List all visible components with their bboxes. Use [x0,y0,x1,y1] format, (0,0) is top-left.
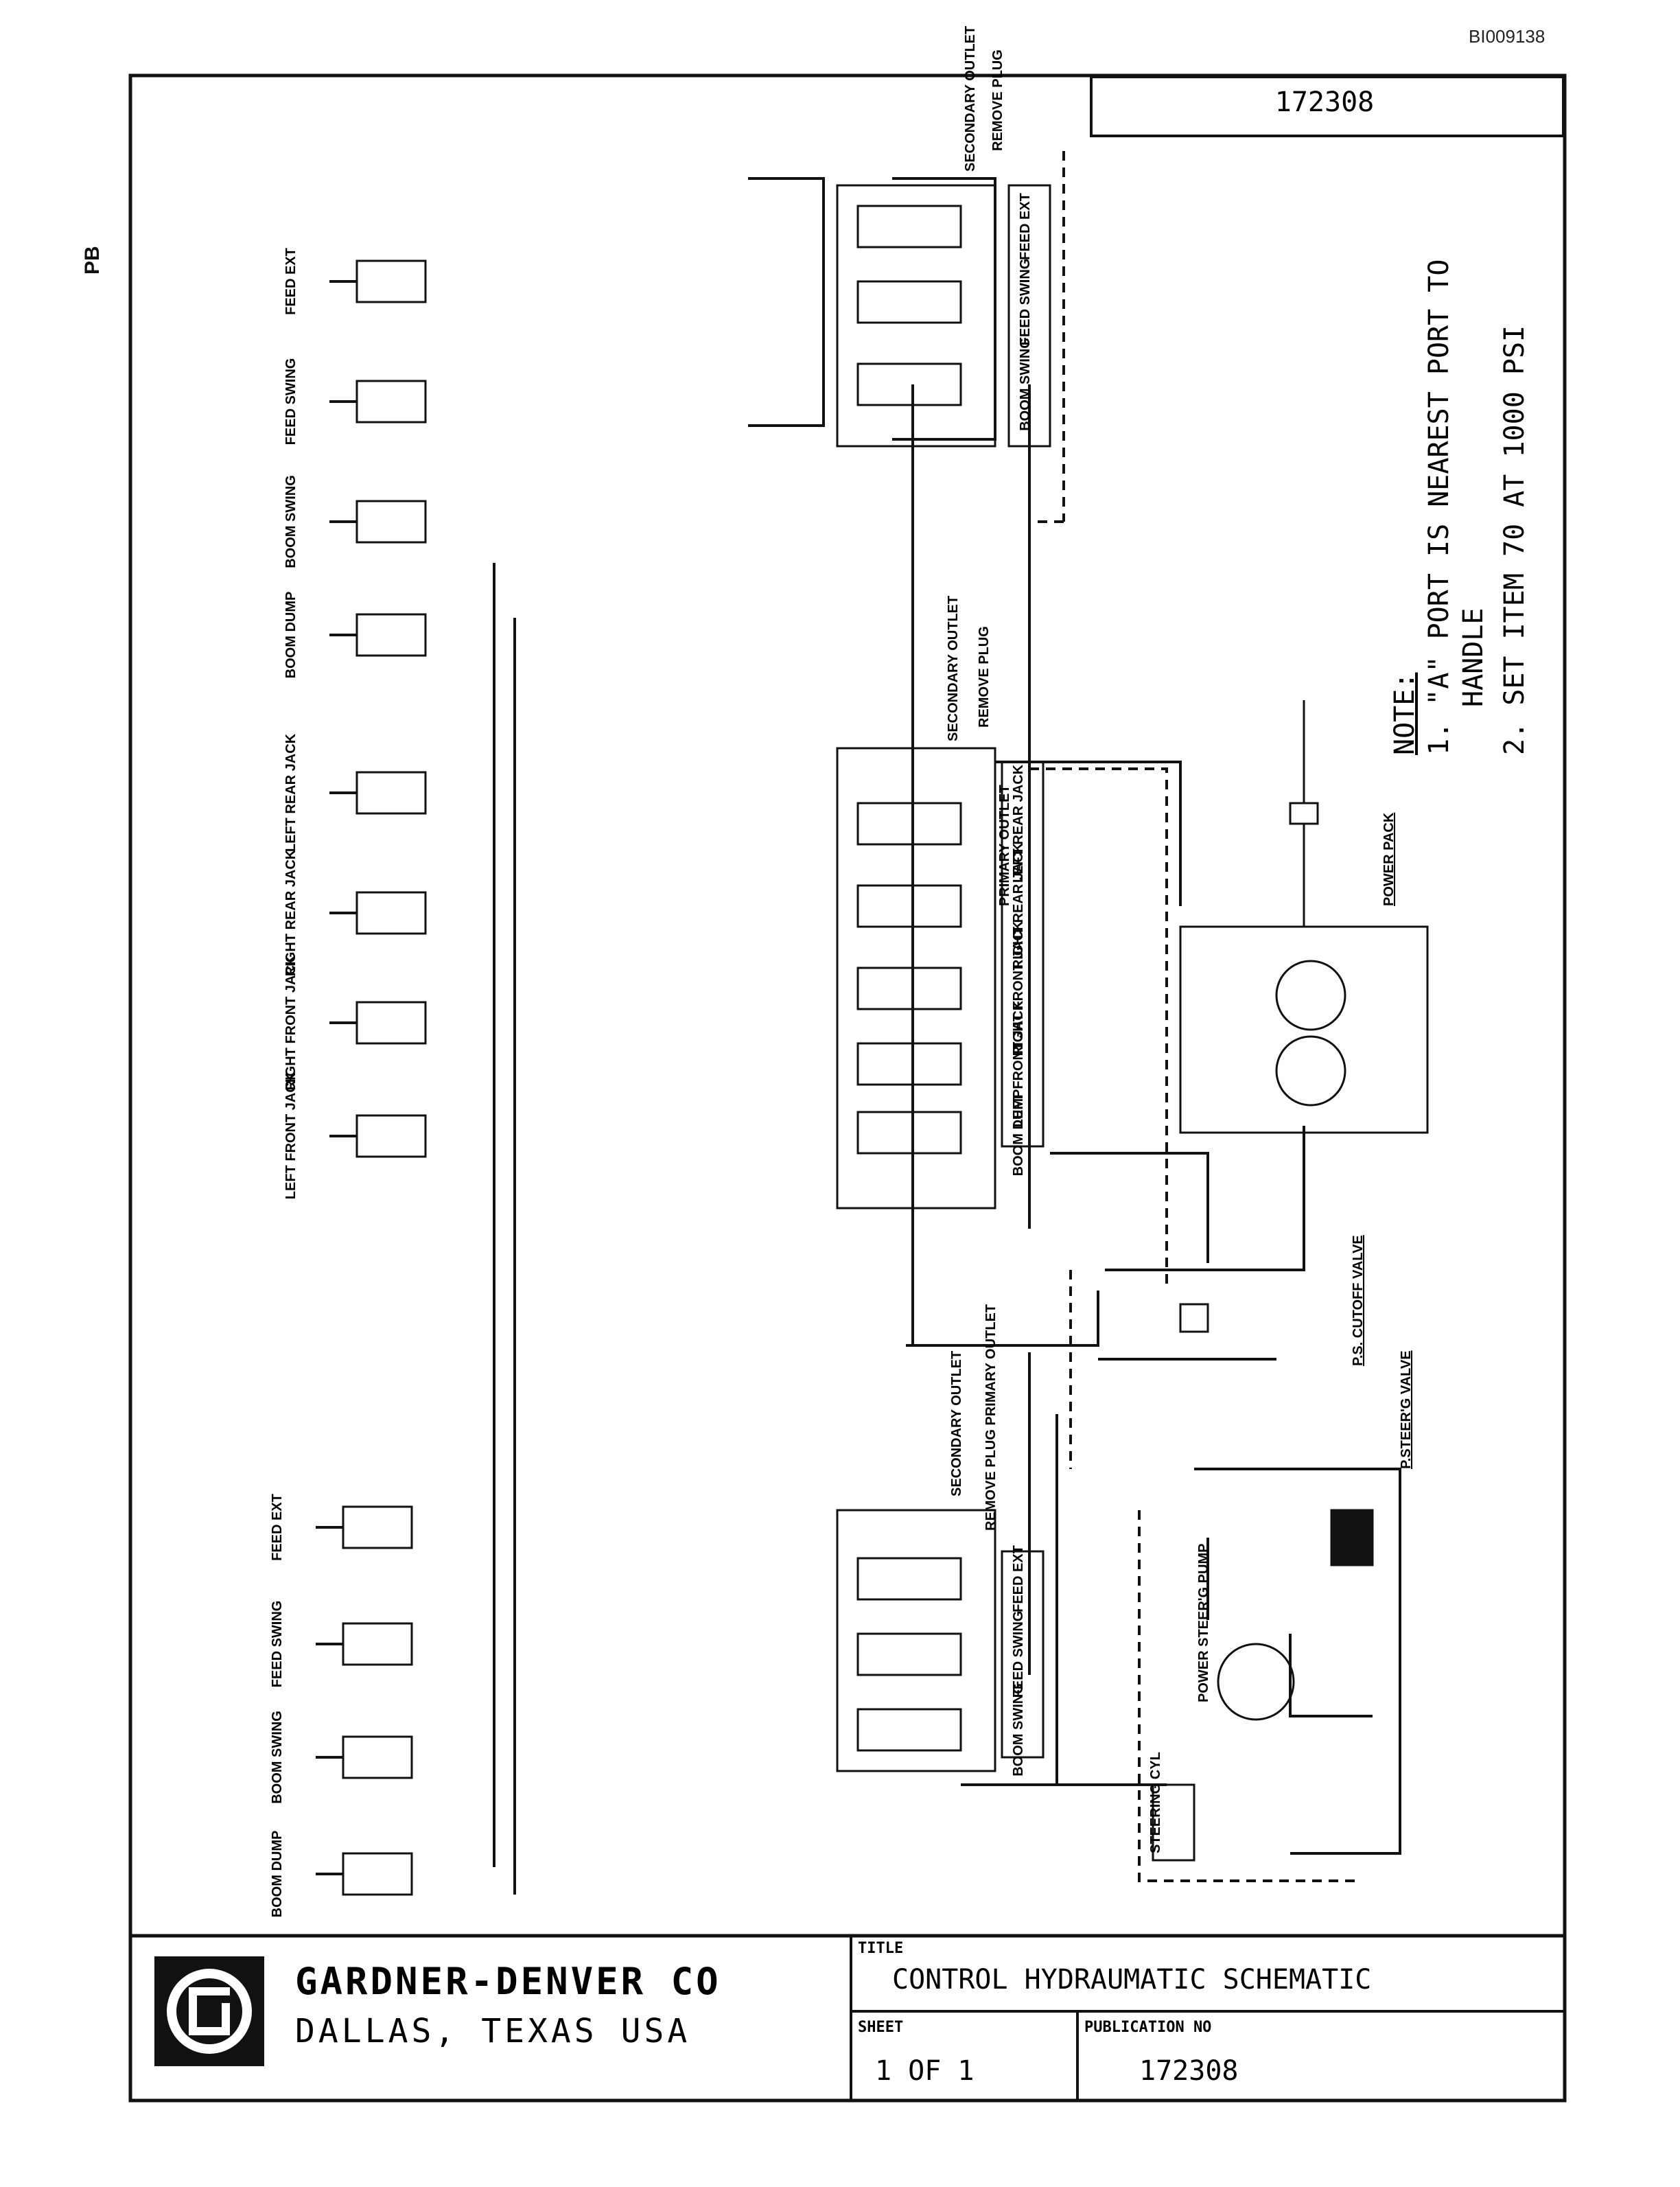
bottom-cylinder: FEED EXT [270,1494,413,1561]
valve-section-label: FEED EXT [1018,193,1033,260]
valve-section-label: FEED SWING [1011,1611,1026,1698]
sheet-value: 1 OF 1 [875,2055,975,2087]
notes-block: NOTE: 1. "A" PORT IS NEAREST PORT TO HAN… [1389,259,1530,755]
secondary-outlet-lower: SECONDARY OUTLET [949,1351,964,1496]
cylinder-label: BOOM DUMP [270,1831,285,1918]
filter [1179,1303,1209,1333]
cylinder-body [355,1001,427,1045]
top-cylinders: FEED EXT FEED SWING BOOM SWING BOOM DUMP LEF… [283,248,427,1199]
top-cylinder: BOOM DUMP [283,592,427,679]
cylinder-body [355,1114,427,1158]
cylinder-body [342,1735,413,1779]
secondary-outlet-upper: SECONDARY OUTLET [963,26,978,172]
top-cylinder: LEFT REAR JACK [283,733,427,852]
cylinder-label: FEED EXT [270,1494,285,1561]
top-cylinder: RIGHT FRONT JACK [283,955,427,1090]
main-lines [493,151,1401,1895]
cylinder-body [355,380,427,424]
cylinder-body [342,1852,413,1896]
cylinder-label: FEED SWING [283,358,299,445]
company-name: GARDNER-DENVER CO [295,1960,721,2003]
bottom-cylinders: FEED EXT FEED SWING BOOM SWING BOOM DUMP [270,1494,413,1918]
ps-steering-label: P.STEER'G VALVE [1399,1350,1414,1469]
drawing-title: CONTROL HYDRAUMATIC SCHEMATIC [892,1964,1371,1995]
cylinder-label: BOOM DUMP [283,592,299,679]
cylinder-body [355,500,427,544]
valve-section-label: RIGHT REAR JACK [1011,842,1026,969]
secondary-outlet-middle: SECONDARY OUTLET [946,596,961,741]
valve-section-label: LEFT FRONT JACK [1011,1000,1026,1127]
top-cylinder: BOOM SWING [283,475,427,568]
valve-section-label: RIGHT FRONT JACK [1011,921,1026,1056]
cylinder-label: LEFT REAR JACK [283,733,299,852]
cylinder-label: FEED EXT [283,248,299,315]
drawing-number-box: 172308 [1090,76,1565,137]
cylinder-label: RIGHT FRONT JACK [283,955,299,1090]
cylinder-label: FEED SWING [270,1601,285,1688]
cylinder-body [342,1622,413,1666]
drawing-border [128,73,1567,2103]
steering-valve [1330,1509,1374,1566]
top-cylinder: LEFT FRONT JACK [283,1072,427,1199]
publication-label: PUBLICATION NO [1084,2019,1211,2036]
remove-plug-upper: REMOVE PLUG [990,49,1005,151]
ps-cutoff-label: P.S. CUTOFF VALVE [1351,1235,1366,1366]
top-cylinder: FEED SWING [283,358,427,445]
steering-cylinder [1152,1783,1195,1862]
power-pack-label: POWER PACK [1381,812,1397,906]
valve-section-label: FEED SWING [1018,259,1033,346]
valve-section-label: BOOM DUMP [1011,1089,1026,1177]
valve-section-label: FEED EXT [1011,1545,1026,1612]
power-steering-pump [1217,1643,1295,1721]
cylinder-body [355,771,427,815]
note-1a: 1. "A" PORT IS NEAREST PORT TO [1423,259,1455,755]
cylinder-label: BOOM SWING [270,1711,285,1804]
remove-plug-middle: REMOVE PLUG [977,626,992,728]
top-cylinder: RIGHT REAR JACK [283,849,427,976]
cylinder-body [355,259,427,303]
valve-section-label: BOOM SWING [1011,1683,1026,1777]
cylinder-label: BOOM SWING [283,475,299,568]
cylinder-body [342,1505,413,1549]
middle-valve-bank [836,747,1045,1210]
remove-plug-primary-lower: REMOVE PLUG PRIMARY OUTLET [983,1304,999,1531]
document-id: BI009138 [1469,26,1545,47]
cylinder-label: LEFT FRONT JACK [283,1072,299,1199]
lower-valve-bank [836,1509,1045,1772]
power-pack [1179,700,1429,1134]
cylinder-body [355,613,427,657]
cylinder-label: RIGHT REAR JACK [283,849,299,976]
cylinder-body [355,891,427,935]
bottom-cylinder: BOOM SWING [270,1711,413,1804]
title-label: TITLE [858,1940,903,1957]
upper-valve-bank [836,184,1051,448]
sheet-label: SHEET [858,2019,903,2036]
steering-cyl-label: STEERING CYL [1148,1752,1163,1853]
title-block: GARDNER-DENVER CO DALLAS, TEXAS USA TITL… [130,1934,1565,2101]
primary-outlet-middle: PRIMARY OUTLET [997,785,1012,906]
company-location: DALLAS, TEXAS USA [295,2012,690,2050]
component-labels: POWER PACK P.S. CUTOFF VALVE P.STEER'G V… [946,26,1414,1853]
valve-section-label: LEFT REAR JACK [1011,764,1026,883]
note-1b: HANDLE [1458,608,1489,708]
notes-heading: NOTE: [1389,673,1421,755]
bottom-cylinder: BOOM DUMP [270,1831,413,1918]
company-logo [154,1956,264,2066]
drawing-number: 172308 [1275,86,1375,118]
note-2: 2. SET ITEM 70 AT 1000 PSI [1499,325,1530,755]
steering-components [1152,1303,1374,1862]
publication-value: 172308 [1139,2055,1239,2087]
ps-pump-label: POWER STEER'G PUMP [1196,1544,1211,1702]
bottom-cylinder: FEED SWING [270,1601,413,1688]
valve-section-label: BOOM SWING [1018,338,1033,431]
top-cylinder: FEED EXT [283,248,427,315]
